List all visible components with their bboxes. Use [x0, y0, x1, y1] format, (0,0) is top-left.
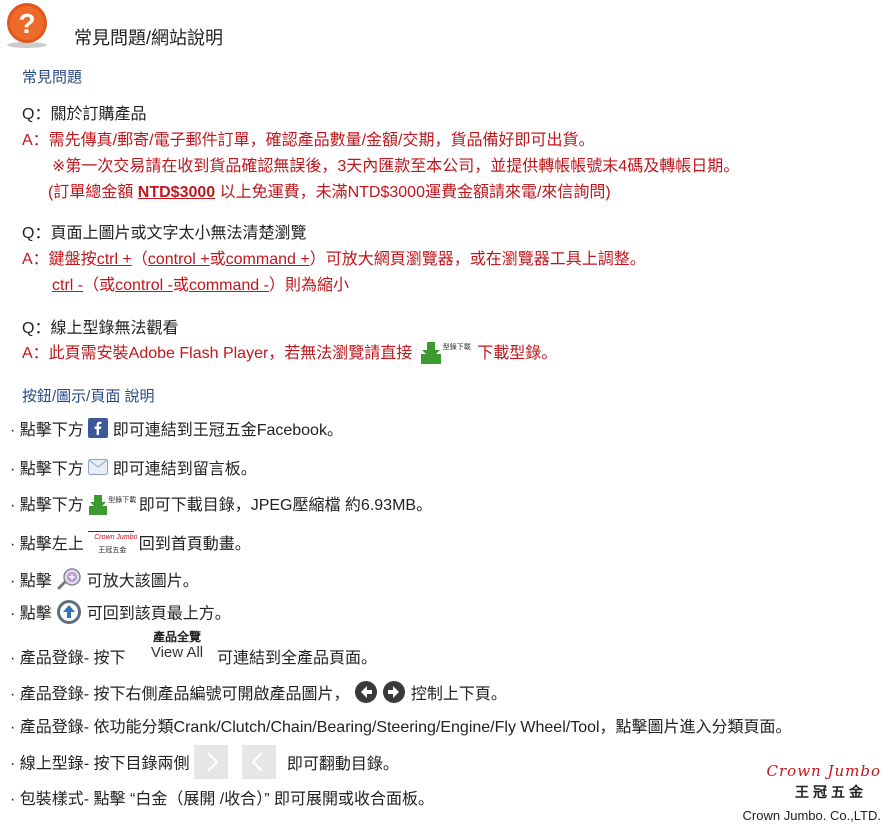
question-3: Q：線上型錄無法觀看	[22, 320, 179, 337]
mail-line: · 點擊下方 即可連結到留言板。	[10, 455, 257, 480]
view-all-line: · 產品登錄- 按下	[10, 644, 126, 668]
answer-3: A：此頁需安裝Adobe Flash Player，若無法瀏覽請直接 型錄下載 …	[22, 339, 557, 366]
answer-2-line1: A：鍵盤按ctrl +（control +或command +）可放大網頁瀏覽器…	[22, 245, 646, 269]
control-minus-link[interactable]: control -	[115, 277, 173, 294]
next-arrow-icon[interactable]	[382, 680, 406, 709]
packaging-line: · 包裝樣式- 點擊 “白金（展開 /收合）” 即可展開或收合面板。	[10, 791, 434, 808]
home-logo-script: Crown Jumbo	[94, 534, 138, 542]
command-plus-link[interactable]: command +	[225, 251, 310, 268]
flip-right-icon[interactable]	[194, 745, 229, 784]
ctrl-plus-link[interactable]: ctrl +	[96, 251, 132, 268]
prev-arrow-icon[interactable]	[354, 680, 378, 709]
download-line: · 點擊下方 型錄下載 即可下載目錄，JPEG壓縮檔 約6.93MB。	[10, 491, 432, 517]
answer-3-pre: A：此頁需安裝Adobe Flash Player，若無法瀏覽請直接	[22, 345, 413, 362]
logo-chinese: 王冠五金	[795, 784, 867, 800]
logo-script: Crown Jumbo	[766, 762, 881, 780]
home-line: · 點擊左上 Crown Jumbo 王冠五金 回到首頁動畫。	[10, 530, 251, 558]
facebook-line-pre: · 點擊下方	[10, 422, 84, 439]
control-plus-link[interactable]: control +	[147, 251, 210, 268]
home-logo-chinese: 王冠五金	[98, 547, 127, 555]
answer-2b-post: ）則為縮小	[268, 277, 349, 294]
facebook-line: · 點擊下方 即可連結到王冠五金Facebook。	[10, 416, 343, 443]
answer-2b-paren: （或	[83, 277, 116, 294]
top-line-post: 可回到該頁最上方。	[86, 605, 231, 623]
answer-2-paren: （	[131, 251, 148, 268]
top-line-pre: · 點擊	[10, 605, 52, 623]
product-code-line: · 產品登錄- 按下右側產品編號可開啟產品圖片， 控制上下頁。	[10, 680, 507, 709]
zoom-line-pre: · 點擊	[10, 573, 52, 590]
download-line-post: 即可下載目錄，JPEG壓縮檔 約6.93MB。	[138, 497, 433, 514]
download-icon-label: 型錄下載	[442, 343, 471, 351]
top-line: · 點擊 可回到該頁最上方。	[10, 599, 231, 630]
answer-1-line3: (訂單總金額 NTD$3000 以上免運費，未滿NTD$3000運費金額請來電/…	[48, 178, 611, 202]
ctrl-minus-link[interactable]: ctrl -	[52, 277, 84, 294]
facebook-icon[interactable]	[88, 418, 109, 443]
answer-1-line3-post: 以上免運費，未滿NTD$3000運費金額請來電/來信詢問)	[215, 184, 611, 201]
help-icon: ?	[2, 2, 52, 50]
buttons-section-title: 按鈕/圖示/頁面 說明	[22, 388, 155, 405]
view-all-button-top: 產品全覽	[152, 630, 201, 644]
question-1: Q：關於訂購產品	[22, 106, 147, 123]
zoom-line-post: 可放大該圖片。	[86, 573, 199, 590]
product-code-line-post: 控制上下頁。	[410, 686, 507, 703]
facebook-line-post: 即可連結到王冠五金Facebook。	[112, 422, 343, 439]
mail-line-post: 即可連結到留言板。	[112, 461, 257, 478]
answer-2-line2: ctrl -（或control -或command -）則為縮小	[52, 271, 349, 295]
home-line-pre: · 點擊左上	[10, 536, 84, 553]
view-all-button-bottom: View All	[150, 644, 204, 661]
home-line-post: 回到首頁動畫。	[138, 536, 251, 553]
home-logo-icon[interactable]: Crown Jumbo 王冠五金	[88, 531, 138, 558]
answer-2b-or: 或	[172, 277, 189, 294]
zoom-line: · 點擊 可放大該圖片。	[10, 567, 199, 595]
catalog-download-icon-label: 型錄下載	[108, 496, 137, 504]
flip-line-pre: · 線上型錄- 按下目錄兩側	[10, 755, 190, 773]
answer-2-pre: A：鍵盤按	[22, 251, 97, 268]
answer-2-post: ）可放大網頁瀏覽器，或在瀏覽器工具上調整。	[309, 251, 646, 268]
category-line: · 產品登錄- 依功能分類Crank/Clutch/Chain/Bearing/…	[10, 719, 792, 736]
top-arrow-icon[interactable]	[56, 599, 82, 630]
logo-english: Crown Jumbo. Co.,LTD.	[742, 808, 881, 823]
product-code-line-pre: · 產品登錄- 按下右側產品編號可開啟產品圖片，	[10, 686, 350, 703]
answer-2-or: 或	[209, 251, 226, 268]
command-minus-link[interactable]: command -	[188, 277, 269, 294]
zoom-icon[interactable]	[56, 568, 82, 595]
flip-left-icon[interactable]	[242, 745, 277, 784]
view-all-line-post: 可連結到全產品頁面。	[217, 650, 378, 667]
answer-1-line1: A：需先傳真/郵寄/電子郵件訂單，確認產品數量/金額/交期，貨品備好即可出貨。	[22, 132, 595, 149]
page-title: 常見問題/網站說明	[74, 28, 224, 48]
flip-line: · 線上型錄- 按下目錄兩側 即可翻動目錄。	[10, 745, 399, 784]
svg-text:?: ?	[18, 8, 35, 39]
mail-icon[interactable]	[88, 459, 109, 480]
mail-line-pre: · 點擊下方	[10, 461, 84, 478]
flip-line-post: 即可翻動目錄。	[286, 755, 399, 773]
free-shipping-amount: NTD$3000	[137, 184, 216, 201]
view-all-line-pre: · 產品登錄- 按下	[10, 650, 126, 667]
answer-1-line3-pre: (訂單總金額	[48, 184, 138, 201]
question-2: Q：頁面上圖片或文字太小無法清楚瀏覽	[22, 225, 307, 242]
answer-3-post: 下載型錄。	[477, 345, 558, 362]
answer-1-line2: ※第一次交易請在收到貨品確認無誤後，3天內匯款至本公司，並提供轉帳帳號末4碼及轉…	[52, 158, 740, 175]
view-all-button[interactable]: 產品全覽 View All	[146, 630, 208, 666]
company-logo: Crown Jumbo 王冠五金 Crown Jumbo. Co.,LTD.	[743, 762, 881, 823]
download-line-pre: · 點擊下方	[10, 497, 84, 514]
faq-section-title: 常見問題	[22, 69, 83, 86]
download-icon[interactable]: 型錄下載	[419, 341, 471, 366]
catalog-download-icon[interactable]: 型錄下載	[88, 494, 137, 517]
